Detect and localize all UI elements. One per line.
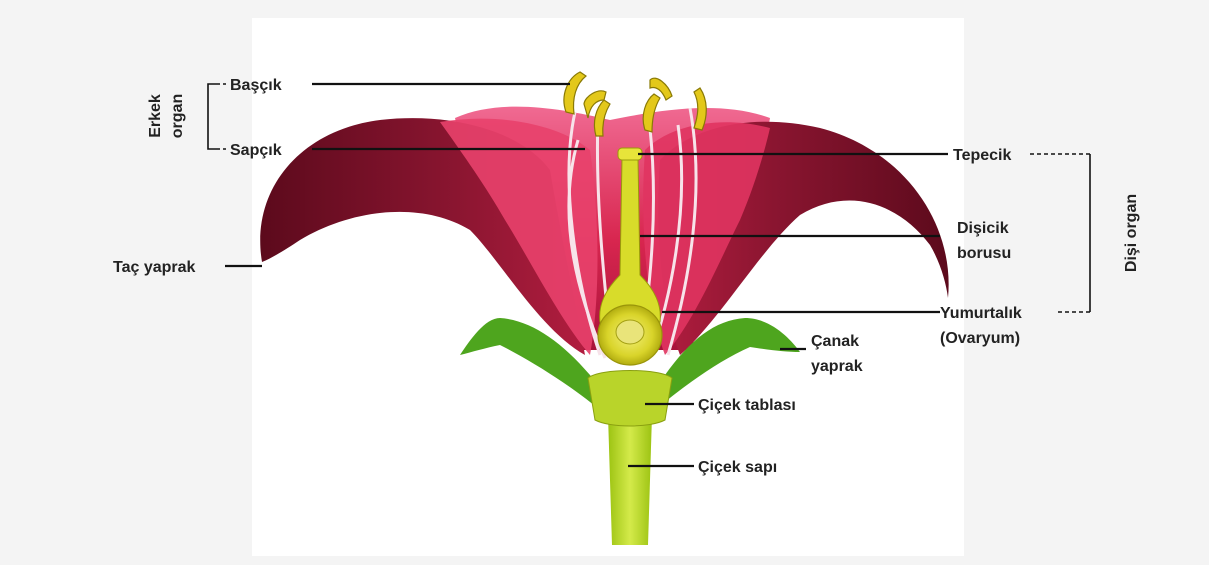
label-male-organ-line1: Erkek	[147, 94, 164, 138]
label-female-organ: Dişi organ	[1123, 194, 1140, 272]
label-petal: Taç yaprak	[113, 259, 196, 276]
label-ovary-line2: (Ovaryum)	[940, 330, 1020, 347]
label-ovary-line1: Yumurtalık	[940, 305, 1022, 322]
label-sepal-line1: Çanak	[811, 333, 859, 350]
male-organ-bracket	[208, 84, 226, 149]
female-organ-bracket	[1030, 154, 1090, 312]
label-stigma: Tepecik	[953, 147, 1012, 164]
peduncle	[608, 415, 652, 545]
label-style-line2: borusu	[957, 245, 1011, 262]
stem	[588, 371, 672, 546]
receptacle	[588, 371, 672, 427]
label-filament: Sapçık	[230, 142, 282, 159]
label-male-organ-line2: organ	[169, 94, 186, 138]
label-peduncle: Çiçek sapı	[698, 459, 777, 476]
ovule	[616, 320, 644, 344]
label-anther: Başçık	[230, 77, 282, 94]
label-sepal-line2: yaprak	[811, 358, 863, 375]
label-receptacle: Çiçek tablası	[698, 397, 796, 414]
label-style-line1: Dişicik	[957, 220, 1009, 237]
